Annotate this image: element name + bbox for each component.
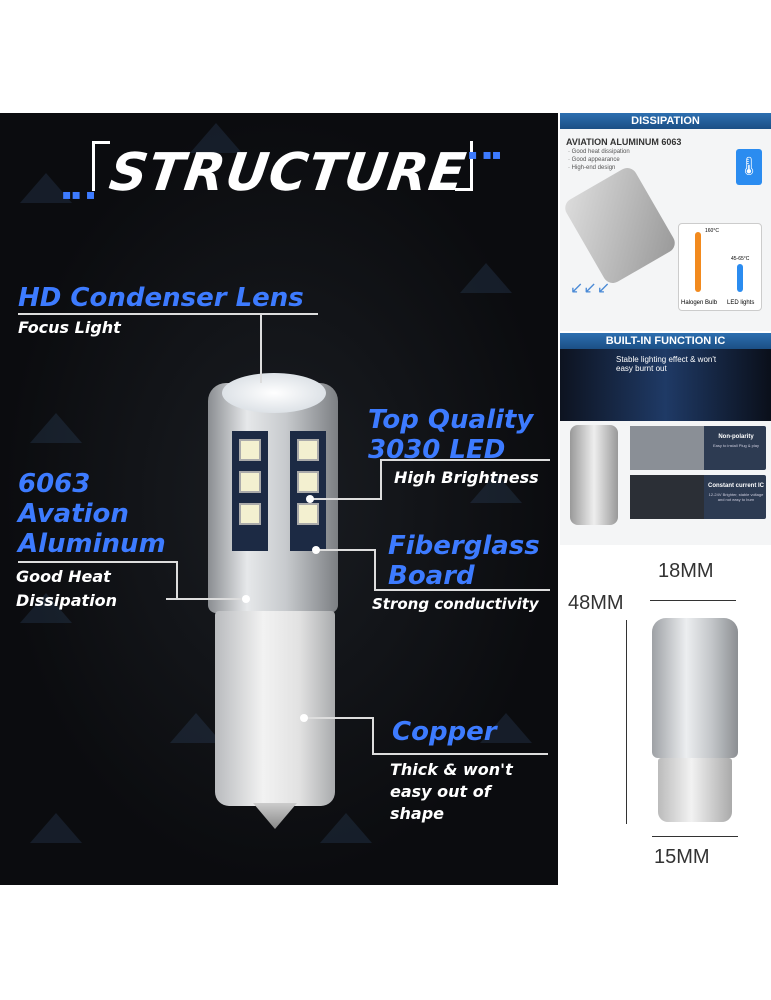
callout-sub: Strong conductivity (372, 595, 539, 613)
thermometer-icon: 🌡 (736, 149, 762, 185)
feature-card: Constant current IC 12-24V Brighter, sta… (630, 475, 766, 519)
airflow-arrows-icon: ↙↙↙ (570, 278, 611, 297)
halogen-temp: 160°C (705, 228, 719, 234)
bulb-image (570, 425, 618, 525)
callout-heading: Copper (392, 717, 497, 747)
callout-heading: HD Condenser Lens (18, 283, 304, 313)
dissipation-panel: DISSIPATION AVIATION ALUMINUM 6063 · Goo… (560, 113, 771, 331)
callout-heading: 6063 Avation Aluminum (18, 469, 166, 559)
led-board (290, 431, 326, 551)
dissipation-heading: AVIATION ALUMINUM 6063 (566, 137, 682, 147)
led-temp: 45-65°C (731, 256, 750, 262)
dots-decor: ▪ ▪▪ (468, 147, 502, 163)
structure-panel: ▪▪ ▪ ▪ ▪▪ STRUCTURE HD Condenser Lens Fo… (0, 113, 558, 885)
feature-desc: Easy to install Plug & play (712, 443, 760, 448)
bulb-tip (253, 803, 297, 829)
halogen-label: Halogen Bulb (681, 300, 718, 306)
callout-sub: Good Heat Dissipation (16, 567, 118, 610)
feature-desc: 12-24V Brighter, stable voltage and not … (708, 492, 764, 502)
bullet: · High-end design (568, 165, 616, 171)
bulb-image (652, 618, 738, 758)
bullet: · Good heat dissipation (568, 149, 630, 155)
bullet: · Good appearance (568, 157, 620, 163)
feature-card: Non-polarity Easy to install Plug & play (630, 426, 766, 470)
dissipation-band: DISSIPATION (560, 113, 771, 129)
feature-title: Non-polarity (718, 434, 754, 440)
car-banner: Stable lighting effect & won't easy burn… (560, 349, 771, 421)
callout-sub: Focus Light (18, 318, 121, 337)
ic-band: BUILT-IN FUNCTION IC (560, 333, 771, 349)
temperature-comparison: 160°C 45-65°C Halogen Bulb LED lights (678, 223, 762, 311)
bulb-base-image (658, 758, 732, 822)
page-title: STRUCTURE (105, 143, 470, 203)
led-label: LED lights (727, 300, 755, 306)
feature-title: Constant current IC (708, 483, 765, 489)
callout-sub: High Brightness (394, 468, 539, 487)
callout-heading: Top Quality 3030 LED (368, 405, 534, 465)
bulb-copper-base (215, 611, 335, 806)
bulb-image (561, 164, 679, 287)
callout-sub: Thick & won't easy out of shape (390, 760, 513, 823)
bracket-right (455, 141, 473, 191)
width-bottom-label: 15MM (654, 846, 710, 868)
ic-panel: BUILT-IN FUNCTION IC Stable lighting eff… (560, 333, 771, 545)
banner-text: Stable lighting effect & won't easy burn… (616, 355, 717, 373)
height-label: 48MM (568, 592, 624, 614)
bulb-lens (222, 373, 326, 413)
width-top-label: 18MM (658, 560, 714, 582)
callout-heading: Fiberglass Board (388, 531, 540, 591)
dimensions-panel: 18MM 48MM 15MM (560, 548, 771, 885)
bracket-left (92, 141, 110, 191)
led-board (232, 431, 268, 551)
dots-decor: ▪▪ ▪ (62, 187, 96, 203)
